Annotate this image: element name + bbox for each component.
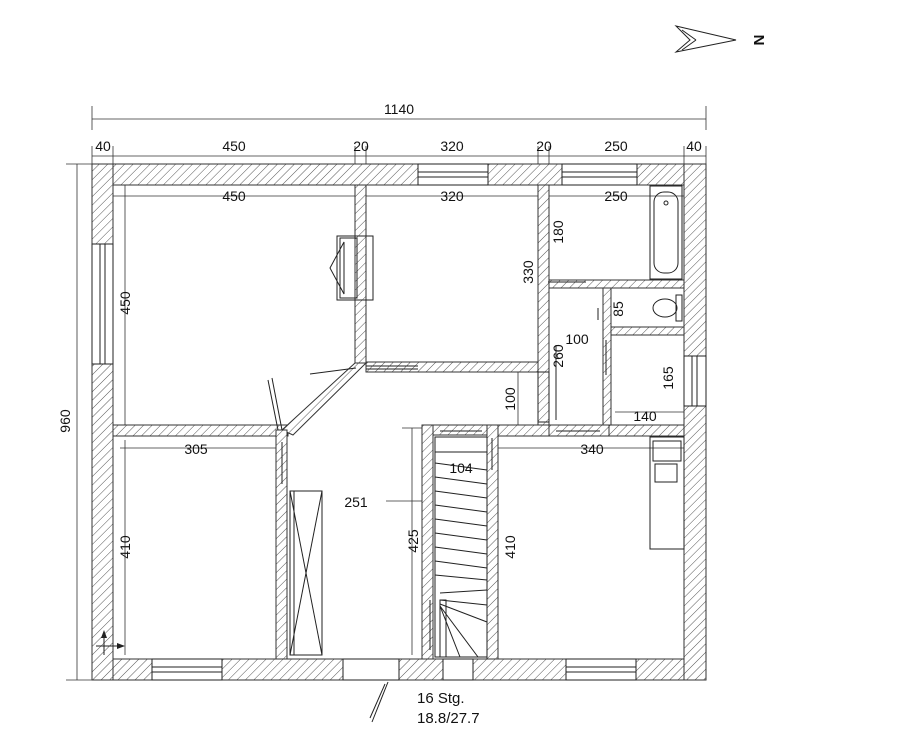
dim-total-height: 960	[57, 409, 73, 433]
doors	[267, 281, 607, 723]
dim-hall-width: 100	[565, 331, 589, 347]
dim-room3-height: 410	[117, 535, 133, 559]
wardrobe-icon	[289, 490, 323, 656]
dim-top-2: 20	[353, 138, 369, 154]
dim-room1-width: 450	[222, 188, 246, 204]
north-label: N	[750, 35, 767, 46]
walls	[91, 163, 707, 681]
dim-hall-height: 260	[550, 344, 566, 368]
staircase	[434, 436, 488, 658]
dim-top-5: 250	[604, 138, 628, 154]
dim-wc-height: 85	[610, 301, 626, 317]
fixtures	[289, 185, 685, 656]
dim-top-3: 320	[440, 138, 464, 154]
dim-top-6: 40	[686, 138, 702, 154]
stair-ratio-label: 18.8/27.7	[417, 710, 480, 727]
dim-top-1: 450	[222, 138, 246, 154]
north-arrow-icon	[674, 25, 737, 53]
dim-kitchen-height: 410	[502, 535, 518, 559]
dim-store-width: 140	[633, 408, 657, 424]
fireplace-icon	[329, 235, 374, 301]
kitchen-counter-icon	[649, 436, 685, 550]
dim-wardrobe-width: 251	[344, 494, 368, 510]
dim-bath-width: 250	[604, 188, 628, 204]
dim-kitchen-width: 340	[580, 441, 604, 457]
bathtub-icon	[649, 185, 683, 280]
dim-store-height: 165	[660, 366, 676, 390]
dim-room1-height: 450	[117, 291, 133, 315]
dim-corr-height: 100	[502, 387, 518, 411]
dim-bath-height: 180	[550, 220, 566, 244]
dim-top-0: 40	[95, 138, 111, 154]
windows	[91, 163, 707, 681]
toilet-icon	[652, 294, 683, 322]
dim-total-width: 1140	[384, 101, 414, 117]
dim-top-4: 20	[536, 138, 552, 154]
dim-room2-height: 330	[520, 260, 536, 284]
dim-stair-height: 425	[405, 529, 421, 553]
stair-steps-label: 16 Stg.	[417, 690, 465, 707]
compass-icon	[96, 630, 125, 655]
dim-room2-width: 320	[440, 188, 464, 204]
dim-stair-width: 104	[449, 460, 473, 476]
dim-room3-width: 305	[184, 441, 208, 457]
